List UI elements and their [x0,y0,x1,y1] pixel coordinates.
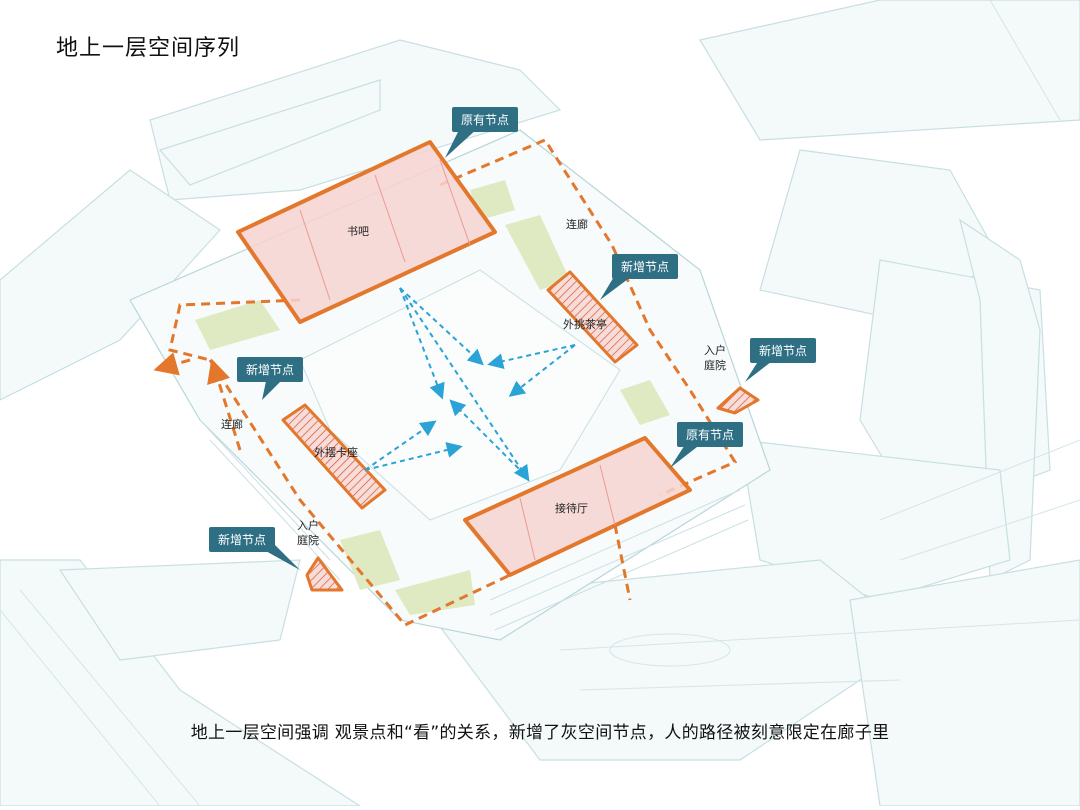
tag-right-new: 新增节点 [612,254,678,279]
caption: 地上一层空间强调 观景点和“看”的关系，新增了灰空间节点，人的路径被刻意限定在廊… [0,718,1080,743]
tag-far-right-new: 新增节点 [750,338,816,363]
page-title: 地上一层空间序列 [56,30,240,62]
tag-bottom-right-original: 原有节点 [677,422,743,447]
label-shuba: 书吧 [347,223,369,239]
tag-bottom-left-new: 新增节点 [209,527,275,552]
label-lianlang-left: 连廊 [221,416,243,432]
tag-top-original: 原有节点 [452,107,518,132]
label-jiedai: 接待厅 [555,500,588,516]
label-waibai: 外摆卡座 [314,444,358,460]
label-entry-right: 入户 庭院 [704,343,726,373]
tag-left-new: 新增节点 [237,357,303,382]
label-entry-left: 入户 庭院 [297,518,319,548]
label-waitiao: 外挑茶亭 [563,316,607,332]
label-lianlang-top: 连廊 [566,216,588,232]
